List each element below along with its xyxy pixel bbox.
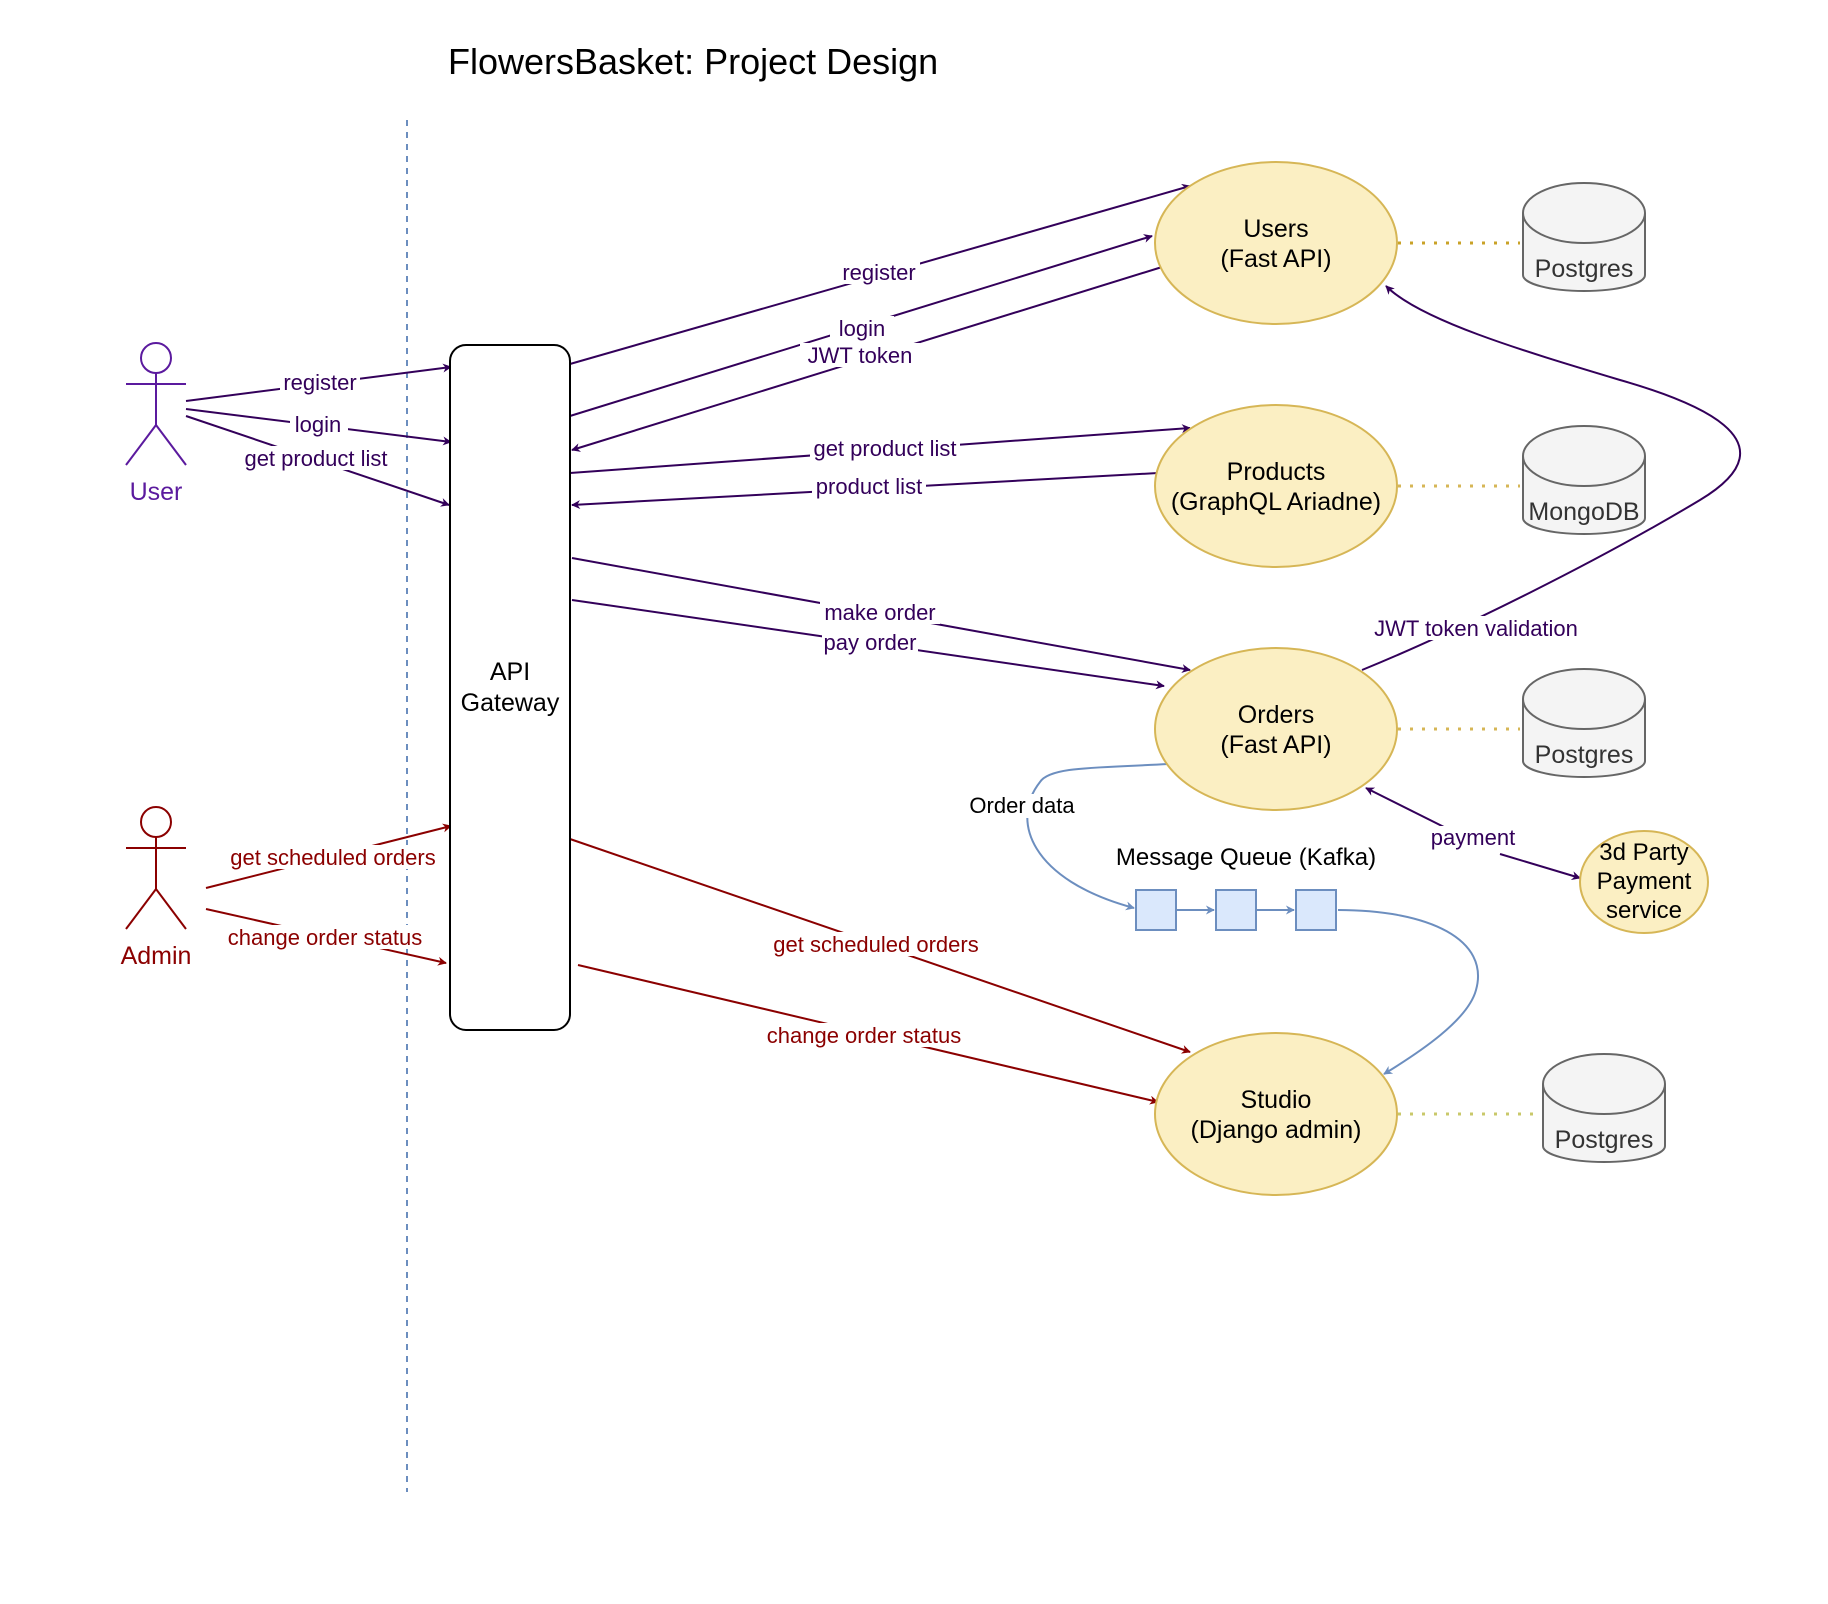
queue-slot bbox=[1215, 889, 1257, 931]
edge-gw-jwt-token: JWT token bbox=[571, 266, 1163, 452]
edge-label-user-login: login bbox=[295, 412, 341, 437]
diagram-title: FlowersBasket: Project Design bbox=[448, 41, 938, 82]
edge-user-register: register bbox=[185, 363, 452, 402]
products-service-tech: (GraphQL Ariadne) bbox=[1171, 488, 1381, 516]
users-service-tech: (Fast API) bbox=[1220, 245, 1331, 273]
edge-user-product-list: get product list bbox=[185, 415, 450, 507]
users-database: Postgres bbox=[1522, 182, 1646, 292]
orders-database: Postgres bbox=[1522, 668, 1646, 778]
users-service: Users (Fast API) bbox=[1154, 161, 1398, 325]
products-database-label: MongoDB bbox=[1528, 498, 1639, 526]
edge-label-gw-product-list: product list bbox=[816, 474, 922, 499]
edge-label-gw-login: login bbox=[839, 316, 885, 341]
edge-label-jwt-validation: JWT token validation bbox=[1374, 616, 1578, 641]
edge-admin-scheduled-orders: get scheduled orders bbox=[205, 823, 452, 889]
edge-queue-to-studio bbox=[1337, 909, 1479, 1075]
queue-slot bbox=[1295, 889, 1337, 931]
edge-label-order-data: Order data bbox=[969, 793, 1075, 818]
admin-actor bbox=[125, 806, 187, 930]
user-actor bbox=[125, 342, 187, 466]
edge-label-admin-change-status: change order status bbox=[228, 925, 422, 950]
edge-label-user-product-list: get product list bbox=[244, 446, 387, 471]
studio-database-label: Postgres bbox=[1555, 1126, 1654, 1154]
edge-order-data: Order data bbox=[960, 763, 1169, 911]
products-service-name: Products bbox=[1227, 458, 1326, 486]
payment-service: 3d Party Payment service bbox=[1579, 830, 1709, 934]
orders-service: Orders (Fast API) bbox=[1154, 647, 1398, 811]
edge-label-user-register: register bbox=[283, 370, 356, 395]
admin-actor-icon bbox=[140, 806, 172, 838]
edge-label-gw-get-product-list: get product list bbox=[813, 436, 956, 461]
edge-label-admin-scheduled-orders: get scheduled orders bbox=[230, 845, 435, 870]
edge-user-login: login bbox=[185, 408, 452, 446]
payment-service-line3: service bbox=[1606, 897, 1682, 924]
studio-service: Studio (Django admin) bbox=[1154, 1032, 1398, 1196]
users-database-label: Postgres bbox=[1535, 255, 1634, 283]
queue-slot bbox=[1135, 889, 1177, 931]
edge-payment: payment bbox=[1365, 787, 1581, 880]
products-service: Products (GraphQL Ariadne) bbox=[1154, 404, 1398, 568]
edge-admin-change-status: change order status bbox=[205, 908, 447, 966]
edge-jwt-validation: JWT token validation bbox=[1361, 285, 1742, 671]
edge-label-gw-register: register bbox=[842, 260, 915, 285]
studio-database: Postgres bbox=[1542, 1053, 1666, 1163]
edge-gw-product-list: product list bbox=[571, 472, 1159, 510]
edge-label-gw-pay-order: pay order bbox=[824, 630, 917, 655]
edge-label-payment: payment bbox=[1431, 825, 1515, 850]
edge-gw-login: login bbox=[569, 234, 1153, 417]
edge-label-gw-make-order: make order bbox=[824, 600, 935, 625]
edge-gw-pay-order: pay order bbox=[571, 599, 1165, 690]
edge-gw-get-product-list: get product list bbox=[569, 424, 1191, 474]
kafka-queue bbox=[1135, 889, 1337, 931]
edge-gw-change-status: change order status bbox=[577, 964, 1159, 1105]
api-gateway-label-line1: API bbox=[490, 658, 530, 686]
payment-service-line2: Payment bbox=[1597, 868, 1692, 895]
edge-gw-register: register bbox=[569, 183, 1191, 365]
api-gateway: API Gateway bbox=[449, 344, 571, 1031]
orders-database-label: Postgres bbox=[1535, 741, 1634, 769]
queue-title: Message Queue (Kafka) bbox=[1116, 844, 1376, 871]
edge-label-gw-scheduled-orders: get scheduled orders bbox=[773, 932, 978, 957]
products-database: MongoDB bbox=[1522, 425, 1646, 535]
api-gateway-label-line2: Gateway bbox=[461, 689, 560, 717]
studio-service-name: Studio bbox=[1241, 1086, 1312, 1114]
edge-gw-make-order: make order bbox=[571, 557, 1191, 673]
payment-service-line1: 3d Party bbox=[1599, 839, 1688, 866]
edge-label-gw-jwt-token: JWT token bbox=[808, 343, 913, 368]
orders-service-name: Orders bbox=[1238, 701, 1314, 729]
studio-service-tech: (Django admin) bbox=[1191, 1116, 1362, 1144]
edge-label-gw-change-status: change order status bbox=[767, 1023, 961, 1048]
user-actor-icon bbox=[140, 342, 172, 374]
users-service-name: Users bbox=[1243, 215, 1308, 243]
user-actor-label: User bbox=[130, 478, 183, 506]
edge-gw-scheduled-orders: get scheduled orders bbox=[569, 838, 1191, 1054]
admin-actor-label: Admin bbox=[121, 942, 192, 970]
orders-service-tech: (Fast API) bbox=[1220, 731, 1331, 759]
